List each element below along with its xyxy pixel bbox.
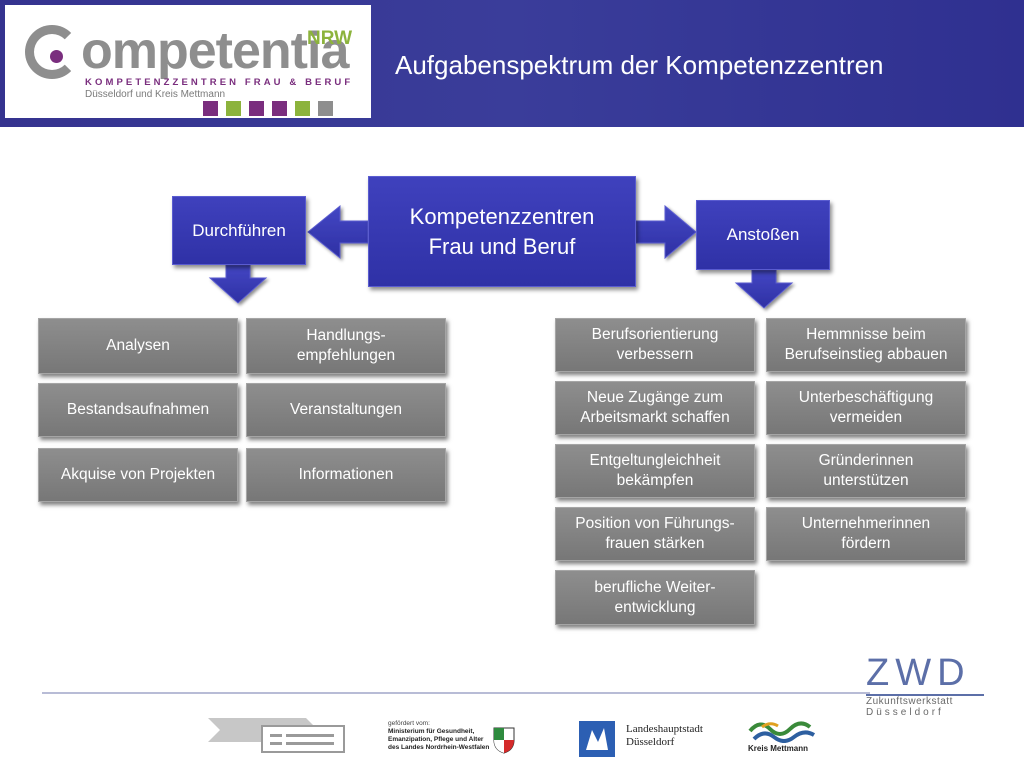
branch-label-left: Durchführen	[192, 220, 286, 240]
left-item-6: Informationen	[246, 448, 446, 502]
item-text: Entgeltungleichheit	[589, 452, 721, 469]
item-text: Handlungs-	[306, 327, 386, 344]
logo-square-6	[318, 101, 333, 116]
right-item-5: Entgeltungleichheit bekämpfen	[555, 444, 755, 498]
item-text: Neue Zugänge zum	[586, 389, 724, 406]
zwd-line1: Zukunftswerkstatt	[866, 696, 953, 707]
ministry-line: Emanzipation, Pflege und Alter	[388, 736, 484, 743]
logo-tagline: KOMPETENZZENTREN FRAU & BERUF	[85, 77, 354, 88]
ministry-line: des Landes Nordrhein-Westfalen	[388, 744, 490, 751]
item-text: Position von Führungs-	[575, 515, 735, 532]
item-text: Bestandsaufnahmen	[66, 401, 210, 418]
city-line2: Düsseldorf	[626, 736, 675, 748]
right-item-9: berufliche Weiter-entwicklung	[555, 570, 755, 625]
logo-square-2	[226, 101, 241, 116]
item-text: Berufsorientierung	[591, 326, 719, 343]
logo-square-1	[203, 101, 218, 116]
right-item-8: Unternehmerinnen fördern	[766, 507, 966, 561]
duesseldorf-crest-icon	[579, 721, 615, 757]
footer-divider	[42, 692, 870, 694]
logo-region: Düsseldorf und Kreis Mettmann	[85, 89, 226, 100]
logo-square-5	[295, 101, 310, 116]
branch-label-right: Anstoßen	[726, 225, 800, 244]
header-bar: ompetentia NRW KOMPETENZZENTREN FRAU & B…	[0, 0, 1024, 127]
logo-nrw: NRW	[307, 28, 353, 49]
competentia-logo: ompetentia NRW KOMPETENZZENTREN FRAU & B…	[5, 5, 371, 118]
zwd-logo: ZWD Zukunftswerkstatt Düsseldorf	[866, 654, 986, 718]
right-item-7: Position von Führungs-frauen stärken	[555, 507, 755, 561]
item-text: frauen stärken	[605, 535, 705, 552]
item-text: Akquise von Projekten	[60, 466, 216, 483]
item-text: unterstützen	[823, 472, 909, 489]
center-box-line2: Frau und Beruf	[428, 233, 576, 259]
item-text: entwicklung	[614, 598, 696, 616]
left-item-4: Veranstaltungen	[246, 383, 446, 437]
right-item-4: Unterbeschäftigung vermeiden	[766, 381, 966, 435]
item-text: Hemmnisse beim	[806, 326, 926, 343]
item-text: Arbeitsmarkt schaffen	[580, 409, 730, 426]
kreis-mettmann-wave-icon	[748, 721, 816, 743]
item-text: verbessern	[616, 346, 694, 363]
item-text: vermeiden	[829, 409, 903, 426]
item-text: Analysen	[106, 337, 170, 354]
item-text: Veranstaltungen	[289, 401, 403, 418]
logo-square-3	[249, 101, 264, 116]
arrow-right-icon	[635, 204, 697, 260]
left-item-5: Akquise von Projekten	[38, 448, 238, 502]
arrow-left-icon	[307, 204, 369, 260]
item-text: Unternehmerinnen	[801, 515, 931, 532]
page-title: Aufgabenspektrum der Kompetenzzentren	[395, 50, 884, 80]
center-box-line1: Kompetenzzentren	[409, 203, 595, 229]
kit-logo-icon	[208, 718, 345, 753]
item-text: Informationen	[298, 466, 394, 483]
item-text: bekämpfen	[616, 472, 694, 489]
ministry-logo: gefördert vom: Ministerium für Gesundhei…	[388, 720, 489, 752]
ministry-line: Ministerium für Gesundheit,	[388, 728, 475, 735]
nrw-coat-of-arms-icon	[493, 727, 515, 754]
logo-c-mark-icon	[25, 25, 79, 79]
arrow-down-right-icon	[734, 269, 794, 309]
item-text: empfehlungen	[296, 347, 396, 364]
left-item-1: Analysen	[38, 318, 238, 374]
right-item-1: Berufsorientierung verbessern	[555, 318, 755, 372]
item-text: Unterbeschäftigung	[798, 389, 934, 406]
city-line1: Landeshauptstadt	[626, 723, 703, 735]
zwd-rule	[866, 694, 984, 696]
logo-square-4	[272, 101, 287, 116]
item-text: Berufseinstieg abbauen	[784, 346, 948, 363]
branch-box-anstossen: Anstoßen	[696, 200, 830, 270]
arrow-down-left-icon	[208, 264, 268, 304]
item-text: Gründerinnen	[818, 452, 914, 469]
left-item-2: Handlungs-empfehlungen	[246, 318, 446, 374]
zwd-mark: ZWD	[866, 652, 971, 694]
zwd-line2: Düsseldorf	[866, 707, 944, 718]
item-text: berufliche Weiter-	[594, 578, 716, 596]
center-box-kompetenzzentren: Kompetenzzentren Frau und Beruf	[368, 176, 636, 287]
ministry-heading: gefördert vom:	[388, 720, 430, 727]
left-item-3: Bestandsaufnahmen	[38, 383, 238, 437]
logo-wordmark: ompetentia	[81, 22, 349, 80]
duesseldorf-logo: Landeshauptstadt Düsseldorf	[626, 723, 703, 749]
item-text: fördern	[841, 535, 891, 552]
kreis-mettmann-logo: Kreis Mettmann	[748, 744, 809, 753]
branch-box-durchfuehren: Durchführen	[172, 196, 306, 265]
right-item-6: Gründerinnen unterstützen	[766, 444, 966, 498]
